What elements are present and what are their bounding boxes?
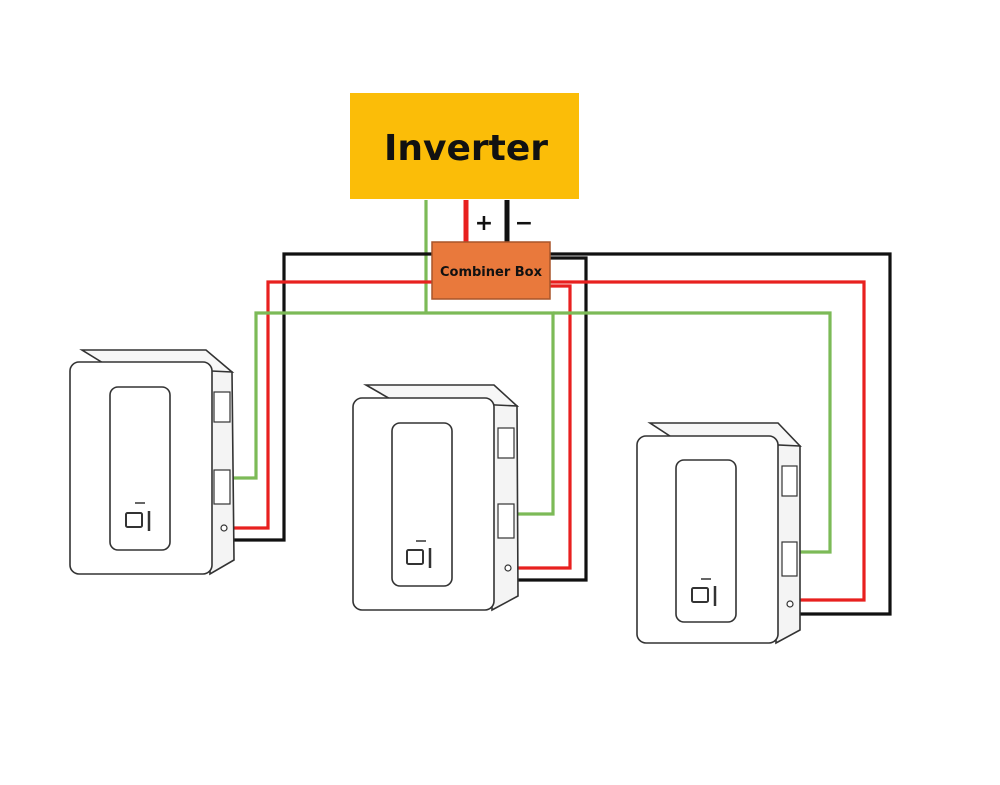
battery-unit-3-port-upper	[781, 465, 798, 497]
battery-unit-2	[352, 384, 520, 612]
negative-wire-unit-1	[232, 252, 432, 542]
battery-unit-3-panel	[675, 459, 737, 623]
inverter-box	[350, 93, 579, 199]
battery-unit-3-indicator-icon	[691, 587, 709, 603]
battery-unit-1-port-upper	[213, 391, 231, 423]
combiner-box-body	[431, 241, 551, 300]
battery-unit-2-port-lower	[497, 503, 515, 539]
battery-unit-3-terminal	[786, 600, 794, 608]
battery-unit-1	[69, 349, 235, 576]
positive-wire-unit-2	[505, 284, 572, 570]
negative-sign: −	[515, 211, 533, 236]
combiner-box-label: Combiner Box	[440, 265, 543, 280]
negative-wire-unit-3	[550, 252, 892, 616]
positive-wire-unit-3	[550, 280, 866, 602]
battery-unit-1-terminal	[220, 524, 228, 532]
battery-unit-1-indicator-icon	[125, 512, 143, 528]
battery-unit-2-port-upper	[497, 427, 515, 459]
positive-sign: +	[475, 211, 493, 236]
inverter-label: Inverter	[384, 128, 548, 169]
ground-wire-unit-2	[426, 311, 555, 516]
wires	[232, 200, 892, 616]
positive-wire-unit-1	[232, 280, 432, 530]
battery-unit-3	[636, 422, 802, 645]
battery-unit-1-panel	[109, 386, 171, 551]
inverter: Inverter + −	[350, 93, 579, 236]
ground-wire-unit-3	[553, 311, 832, 554]
ground-wire-unit-1	[232, 311, 426, 480]
battery-unit-2-terminal	[504, 564, 512, 572]
battery-unit-2-indicator-icon	[406, 549, 424, 565]
battery-unit-2-panel	[391, 422, 453, 587]
battery-unit-1-port-lower	[213, 469, 231, 505]
battery-unit-3-port-lower	[781, 541, 798, 577]
negative-wire-unit-2	[505, 256, 588, 582]
combiner-box: Combiner Box	[431, 241, 551, 300]
